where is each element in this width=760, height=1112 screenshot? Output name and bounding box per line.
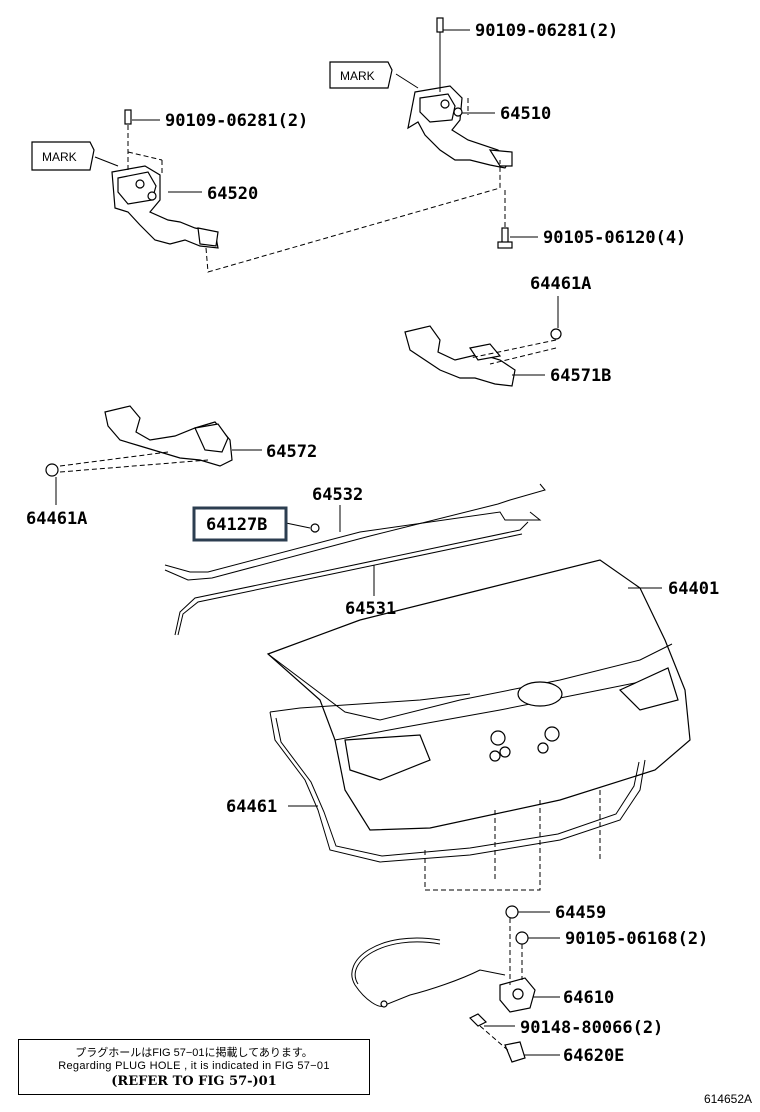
part-label-64610[interactable]: 64610 <box>563 988 614 1008</box>
note-japanese: プラグホールはFIG 57−01に掲載してあります。 <box>75 1047 313 1059</box>
part-label-90109-06281-b[interactable]: 90109-06281(2) <box>165 111 308 131</box>
mark-box-2 <box>31 141 95 171</box>
part-label-64531[interactable]: 64531 <box>345 599 396 619</box>
torsion-bar-64532 <box>164 511 542 573</box>
hinge-link-line <box>205 160 501 273</box>
mark-box-1 <box>329 61 393 89</box>
mark-label-1: MARK <box>340 69 375 83</box>
stopper-64459-icon <box>505 905 519 919</box>
part-label-64459[interactable]: 64459 <box>555 903 606 923</box>
note-english: Regarding PLUG HOLE , it is indicated in… <box>58 1060 330 1072</box>
clip-64461A-top-icon <box>550 328 562 340</box>
part-label-64572[interactable]: 64572 <box>266 442 317 462</box>
part-label-64571B[interactable]: 64571B <box>550 366 611 386</box>
bolt-1-icon <box>436 17 444 33</box>
mark-label-2: MARK <box>42 150 77 164</box>
plug-hole-note: プラグホールはFIG 57−01に掲載してあります。 Regarding PLU… <box>18 1039 370 1095</box>
part-label-64127B[interactable]: 64127B <box>206 515 267 535</box>
part-label-64461[interactable]: 64461 <box>226 797 277 817</box>
trunk-lid-64401 <box>266 559 691 831</box>
part-label-64461A-top[interactable]: 64461A <box>530 274 591 294</box>
screw-90148-icon <box>468 1013 488 1027</box>
torsion-bar-64531 <box>174 521 529 636</box>
part-label-64520[interactable]: 64520 <box>207 184 258 204</box>
bolt-3-head-icon <box>497 241 513 249</box>
lock-64610 <box>499 977 536 1013</box>
striker-64620E-icon <box>504 1041 526 1063</box>
part-label-90148-80066[interactable]: 90148-80066(2) <box>520 1018 663 1038</box>
part-label-64401[interactable]: 64401 <box>668 579 719 599</box>
part-label-64510[interactable]: 64510 <box>500 104 551 124</box>
release-cable <box>351 937 506 1007</box>
bolt-90105-06168-icon <box>515 931 529 945</box>
bolt-2-icon <box>124 109 132 125</box>
part-label-90105-06120[interactable]: 90105-06120(4) <box>543 228 686 248</box>
bracket-64571B <box>404 325 516 387</box>
figure-id: 614652A <box>703 1092 752 1106</box>
hinge-left-64520 <box>111 165 219 249</box>
hinge-right-64510 <box>407 85 513 169</box>
part-label-90105-06168[interactable]: 90105-06168(2) <box>565 929 708 949</box>
bracket-64572 <box>104 405 233 467</box>
highlight-box <box>192 506 288 542</box>
part-label-90109-06281-a[interactable]: 90109-06281(2) <box>475 21 618 41</box>
clip-64461A-left-icon <box>45 463 59 477</box>
part-label-64532[interactable]: 64532 <box>312 485 363 505</box>
part-label-64461A-left[interactable]: 64461A <box>26 509 87 529</box>
part-label-64620E[interactable]: 64620E <box>563 1046 624 1066</box>
bumper-64127B-icon <box>310 523 320 533</box>
note-reference[interactable]: (REFER TO FIG 57-)01 <box>111 1074 277 1089</box>
weatherstrip-64461 <box>269 693 646 863</box>
